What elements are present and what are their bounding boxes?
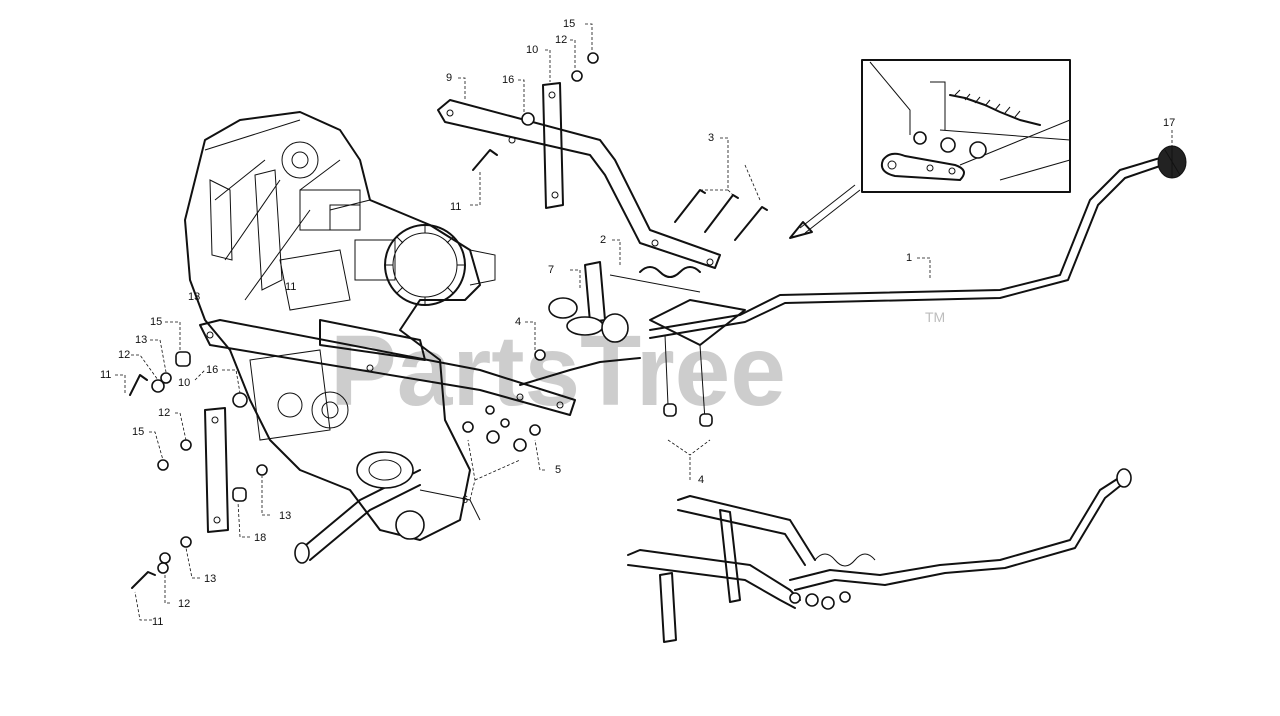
callout-13-mid: 13	[279, 510, 291, 522]
shift-lever-assembly	[462, 145, 1187, 452]
callout-12-top: 12	[555, 34, 567, 46]
callout-17: 17	[1163, 117, 1175, 129]
callout-13-left: 13	[135, 334, 147, 346]
callout-leaders	[115, 23, 1173, 621]
watermark: PartsTree TM	[330, 309, 945, 427]
callout-10-top: 10	[526, 44, 538, 56]
callout-4-right: 4	[698, 474, 704, 486]
callout-11-engine: 11	[285, 281, 296, 293]
callout-7: 7	[548, 264, 554, 276]
callout-15-left: 15	[150, 316, 162, 328]
callout-10-left: 10	[178, 377, 190, 389]
callout-1: 1	[906, 252, 912, 264]
callout-11-bottom: 11	[152, 616, 163, 628]
callout-12-mid: 12	[158, 407, 170, 419]
callout-12-left: 12	[118, 349, 130, 361]
callout-13-bottom: 13	[204, 573, 216, 585]
callout-15-top: 15	[563, 18, 575, 30]
callout-11-left: 11	[100, 369, 111, 381]
callout-11-top: 11	[450, 201, 461, 213]
callout-3: 3	[708, 132, 714, 144]
upper-bar-assembly	[437, 52, 768, 269]
engine-transmission-housing	[184, 111, 496, 564]
assembled-view	[627, 468, 1132, 643]
callout-13-engine: 13	[188, 291, 200, 303]
callout-9: 9	[446, 72, 452, 84]
callout-4-left: 4	[515, 316, 521, 328]
callout-6: 6	[462, 494, 468, 506]
callout-labels: 15 12 10 9 16 3 11 2 7 1 17 4 4 5 6 11 1…	[100, 18, 1175, 628]
lower-bar-assembly	[129, 319, 576, 589]
callout-12-bottom: 12	[178, 598, 190, 610]
callout-2: 2	[600, 234, 606, 246]
callout-5: 5	[555, 464, 561, 476]
callout-18: 18	[254, 532, 266, 544]
callout-16-left: 16	[206, 364, 218, 376]
callout-15-mid: 15	[132, 426, 144, 438]
callout-16-top: 16	[502, 74, 514, 86]
watermark-trademark: TM	[925, 309, 945, 325]
detail-inset	[789, 59, 1071, 239]
